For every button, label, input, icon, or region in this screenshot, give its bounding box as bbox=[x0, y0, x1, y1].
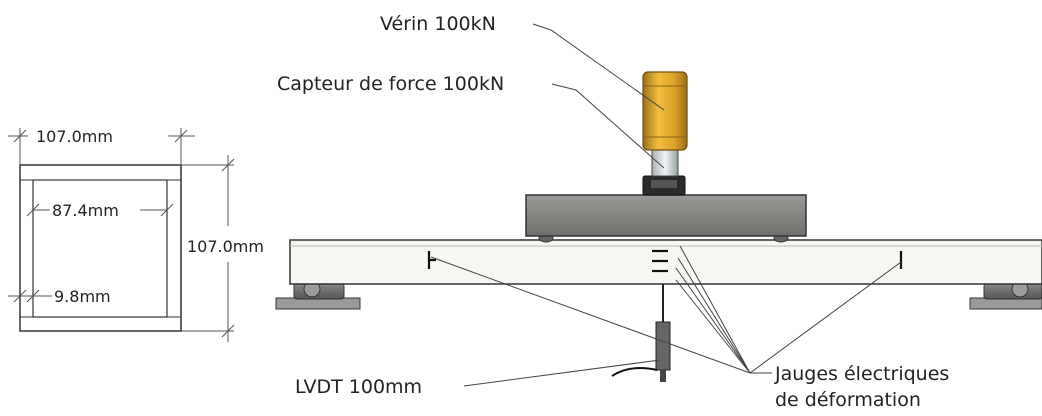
label-wall-thickness: 9.8mm bbox=[54, 287, 111, 306]
dimension-wall-thickness bbox=[8, 289, 52, 303]
strain-gauges bbox=[427, 249, 903, 273]
label-gauges-line2: de déformation bbox=[775, 389, 921, 411]
label-actuator: Vérin 100kN bbox=[380, 13, 496, 35]
label-outer-height: 107.0mm bbox=[187, 237, 264, 256]
dimension-outer-width bbox=[8, 128, 195, 165]
label-gauges-line1: Jauges électriques bbox=[774, 363, 949, 385]
label-lvdt: LVDT 100mm bbox=[295, 376, 422, 398]
left-support bbox=[275, 280, 361, 310]
dimension-outer-height bbox=[181, 155, 235, 342]
dimension-inner-width bbox=[26, 203, 174, 217]
actuator-rod bbox=[651, 147, 679, 177]
cross-section: 107.0mm 87.4mm 9.8mm 107.0mm bbox=[8, 127, 264, 342]
lvdt-sensor bbox=[611, 284, 671, 382]
section-inner-void bbox=[32, 179, 168, 318]
label-load-cell: Capteur de force 100kN bbox=[277, 73, 504, 95]
load-cell bbox=[642, 175, 686, 196]
label-outer-width: 107.0mm bbox=[36, 127, 113, 146]
beam-assembly bbox=[275, 71, 1042, 382]
label-inner-width: 87.4mm bbox=[52, 201, 119, 220]
leader-lines bbox=[430, 23, 902, 387]
spreader-beam bbox=[525, 194, 807, 237]
right-support bbox=[969, 280, 1042, 310]
hydraulic-actuator bbox=[642, 71, 688, 151]
